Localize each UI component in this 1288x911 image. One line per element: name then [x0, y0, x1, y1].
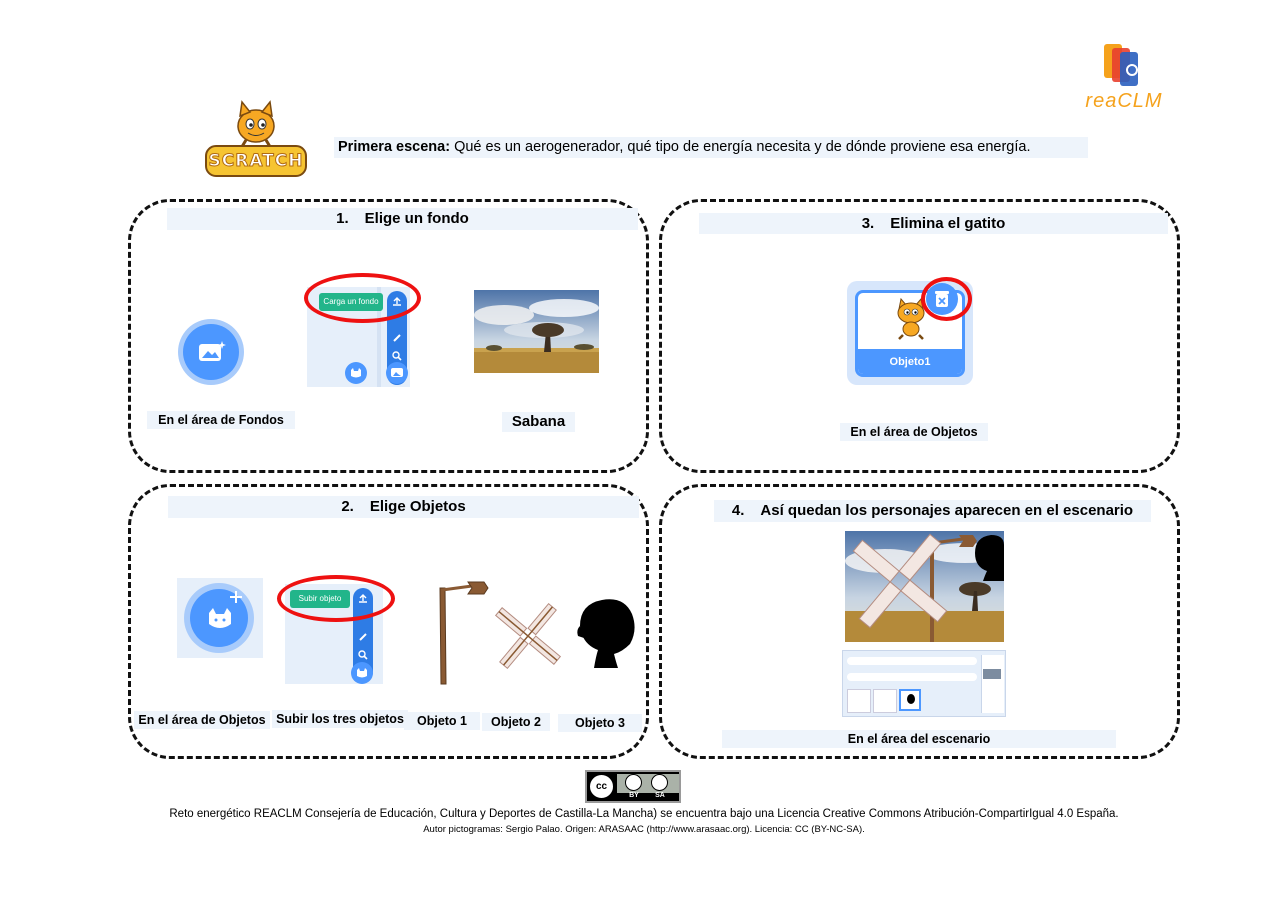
- page-title-bold: Primera escena:: [338, 139, 451, 155]
- panel2-title: 2. Elige Objetos: [168, 496, 639, 518]
- sprite-thumb-3-selected[interactable]: [899, 689, 921, 711]
- backdrop-icon[interactable]: [178, 319, 244, 385]
- cc-icon: cc: [588, 773, 615, 800]
- panel4-title: 4. Así quedan los personajes aparecen en …: [714, 500, 1151, 522]
- panel4-title-text: Así quedan los personajes aparecen en el…: [760, 502, 1134, 519]
- objeto1-tower: [432, 578, 492, 688]
- highlight-trash: [921, 277, 972, 321]
- panel1-title-text: Elige un fondo: [364, 210, 469, 227]
- panel-elige-objetos: [128, 484, 649, 759]
- panel3-title-text: Elimina el gatito: [890, 215, 1006, 232]
- choose-sprite-tile[interactable]: [177, 578, 263, 658]
- panel-escenario: [659, 484, 1180, 759]
- panel-elige-fondo: [128, 199, 649, 473]
- cc-by-text: BY: [629, 792, 639, 799]
- page-title-bar: Primera escena: Qué es un aerogenerador,…: [334, 137, 1088, 158]
- panel1-title: 1. Elige un fondo: [167, 208, 638, 230]
- scratch-logo-text: SCRATCH: [208, 151, 304, 172]
- panel-elimina-gatito: [659, 199, 1180, 473]
- cat-face-icon: [190, 589, 248, 647]
- search-icon[interactable]: [358, 650, 368, 660]
- scratch-logo: SCRATCH: [200, 98, 312, 184]
- panel3-title: 3. Elimina el gatito: [699, 213, 1168, 234]
- stage-preview: [845, 531, 1004, 642]
- sprite-thumb-2[interactable]: [873, 689, 897, 713]
- cc-badge-text: cc: [595, 781, 608, 792]
- panel2-label-objeto2: Objeto 2: [482, 713, 550, 731]
- objeto2-blades: [488, 598, 568, 674]
- panel4-label: En el área del escenario: [722, 730, 1116, 748]
- cc-sa-text: SA: [655, 792, 665, 799]
- sprite-info-pane: [842, 650, 1006, 717]
- backdrop-menu-icon[interactable]: [386, 362, 408, 384]
- license-line-2: Autor pictogramas: Sergio Palao. Origen:…: [423, 824, 865, 835]
- page-title-text: Qué es un aerogenerador, qué tipo de ene…: [450, 139, 1031, 155]
- objeto3-silhouette: [574, 596, 640, 672]
- panel2-title-text: Elige Objetos: [369, 498, 466, 515]
- panel3-label: En el área de Objetos: [840, 423, 988, 441]
- cc-license-badge[interactable]: cc BY SA: [585, 770, 681, 803]
- panel2-label-objetos: En el área de Objetos: [134, 711, 270, 729]
- highlight-upload-backdrop: [304, 273, 421, 323]
- panel2-number: 2.: [341, 498, 354, 515]
- highlight-upload-sprite: [277, 575, 395, 622]
- panel2-label-subir: Subir los tres objetos: [272, 710, 408, 728]
- panel3-number: 3.: [861, 215, 875, 232]
- brush-icon[interactable]: [358, 632, 368, 642]
- brush-icon[interactable]: [392, 333, 402, 343]
- sprite-name: Objeto1: [858, 349, 962, 374]
- license-line-1: Reto energético REACLM Consejería de Edu…: [169, 808, 1119, 820]
- panel1-label-right: Sabana: [502, 412, 575, 432]
- reaclm-logo: reaCLM: [1072, 40, 1176, 112]
- savanna-image: [474, 290, 599, 373]
- reaclm-logo-text: reaCLM: [1085, 90, 1163, 112]
- sprite-thumb-1[interactable]: [847, 689, 871, 713]
- cat-face-icon[interactable]: [345, 362, 367, 384]
- panel2-label-objeto3: Objeto 3: [558, 714, 642, 732]
- panel2-label-objeto1: Objeto 1: [404, 712, 480, 730]
- cat-face-icon[interactable]: [351, 662, 373, 684]
- panel4-number: 4.: [731, 502, 745, 519]
- search-icon[interactable]: [392, 351, 402, 361]
- panel1-label-left: En el área de Fondos: [147, 411, 295, 429]
- panel1-number: 1.: [336, 210, 349, 227]
